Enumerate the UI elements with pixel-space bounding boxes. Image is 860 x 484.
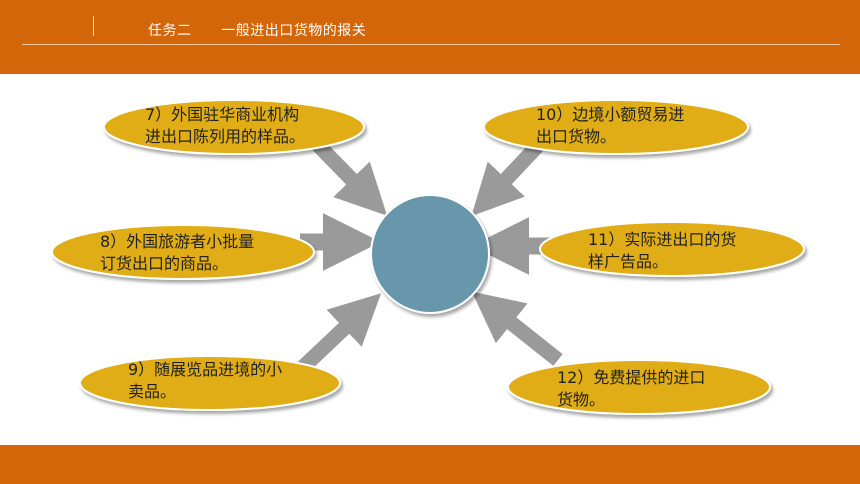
ellipse-12 [507, 359, 771, 415]
hub-circle [370, 194, 490, 314]
item-10-label: 10）边境小额贸易进 出口货物。 [536, 104, 684, 148]
item-8-line2: 订货出口的商品。 [100, 254, 229, 273]
item-11-line2: 样广告品。 [588, 252, 669, 271]
item-7-line2: 进出口陈列用的样品。 [145, 127, 306, 146]
ellipse-11 [539, 221, 805, 277]
slide-title: 任务二 一般进出口货物的报关 [148, 23, 367, 39]
item-10-line2: 出口货物。 [536, 127, 617, 146]
arrow-7 [312, 139, 388, 216]
item-12-line2: 货物。 [557, 390, 606, 409]
arrow-12 [471, 291, 563, 366]
ellipse-7 [103, 99, 365, 155]
item-10-line1: 10）边境小额贸易进 [536, 105, 685, 124]
ellipse-10 [483, 99, 749, 155]
ellipse-8 [51, 224, 315, 280]
item-7-line1: 7）外国驻华商业机构 [145, 105, 300, 124]
header-underline [22, 44, 840, 45]
item-11-label: 11）实际进出口的货 样广告品。 [588, 229, 736, 273]
item-12-label: 12）免费提供的进口 货物。 [557, 367, 705, 411]
item-8-line1: 8）外国旅游者小批量 [100, 232, 255, 251]
header-divider-tick [93, 16, 94, 36]
header-bar: 任务二 一般进出口货物的报关 [0, 0, 860, 74]
item-7-label: 7）外国驻华商业机构 进出口陈列用的样品。 [145, 104, 305, 148]
item-9-line2: 卖品。 [128, 382, 177, 401]
footer-bar [0, 445, 860, 484]
item-11-line1: 11）实际进出口的货 [588, 230, 737, 249]
item-12-line1: 12）免费提供的进口 [557, 368, 706, 387]
item-9-line1: 9）随展览品进境的小 [128, 360, 283, 379]
ellipse-9 [79, 355, 341, 411]
item-8-label: 8）外国旅游者小批量 订货出口的商品。 [100, 231, 254, 275]
arrow-9 [292, 293, 382, 378]
item-9-label: 9）随展览品进境的小 卖品。 [128, 359, 282, 403]
